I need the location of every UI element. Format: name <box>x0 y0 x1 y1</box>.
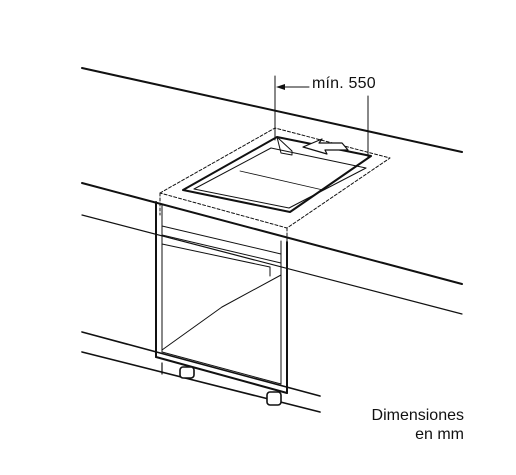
cabinet-top-rail-upper <box>161 225 282 255</box>
back-wall-notch <box>276 136 293 156</box>
airflow-arrow <box>302 138 349 155</box>
cabinet-top-rail-lower <box>161 234 282 264</box>
cabinet-bottom-front-outer <box>155 356 288 394</box>
cutout-inner-back-left <box>193 147 272 190</box>
airflow-arrow-icon <box>302 138 349 155</box>
cabinet-bottom-front-inner <box>161 351 282 385</box>
units-note-line-2: en mm <box>415 426 464 443</box>
dimension-indicator <box>274 75 369 159</box>
cutout-opening <box>182 136 372 213</box>
cabinet-inner-back-top <box>161 243 271 268</box>
plinth-top-line <box>81 331 321 397</box>
countertop <box>81 67 463 315</box>
cutout-inner-right <box>288 167 367 209</box>
cutout-inner-front-left <box>193 188 290 209</box>
base-cabinet <box>155 201 288 394</box>
countertop-back-edge <box>81 67 463 153</box>
dimension-arrowhead <box>276 84 285 90</box>
countertop-bottom-edge <box>81 214 463 315</box>
cabinet-inner-floor-back <box>161 306 223 351</box>
plinth-bottom-line <box>81 351 321 413</box>
min-width-dimension-label: mín. 550 <box>312 75 376 92</box>
cabinet-foot-right <box>266 391 282 406</box>
units-note: Dimensiones en mm <box>324 406 464 444</box>
plinth <box>81 331 321 413</box>
units-note-line-1: Dimensiones <box>371 407 464 424</box>
cabinet-inner-side-wall <box>221 274 282 308</box>
hob-cutout <box>159 127 391 243</box>
cabinet-foot-left <box>179 366 195 379</box>
cutout-inner-depth <box>239 170 324 191</box>
countertop-front-edge <box>81 182 463 285</box>
cabinet-feet <box>179 366 282 406</box>
cutout-inner-back-wall <box>270 147 367 169</box>
cutout-outer-dashed <box>159 127 391 229</box>
